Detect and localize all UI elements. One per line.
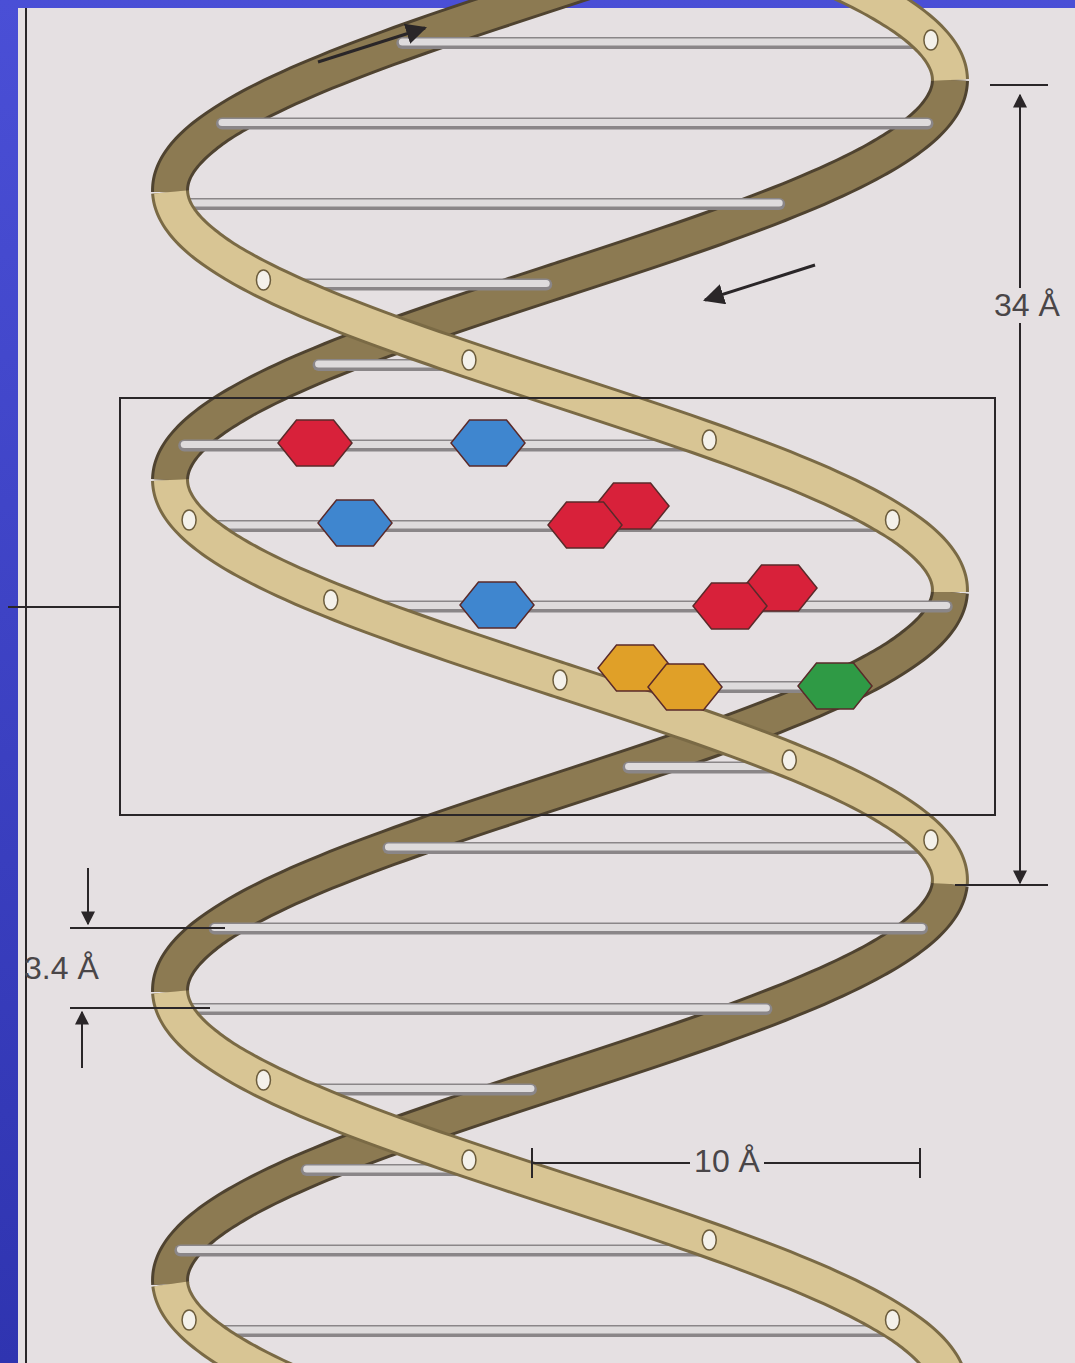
- base-pairs: [172, 42, 946, 1331]
- phosphate-dot: [462, 350, 476, 370]
- base-hexagon: [318, 500, 392, 546]
- strand-front: [170, 480, 950, 884]
- base-pair-rod-edge: [201, 1325, 909, 1337]
- base-hexagon: [548, 502, 622, 548]
- dimension-arrow: [87, 868, 89, 924]
- inset-pointer: [8, 606, 120, 608]
- frame-line: [25, 8, 27, 1363]
- base-pair-rod-edge: [215, 923, 922, 935]
- phosphate-dot: [702, 430, 716, 450]
- base-pair-rod: [222, 119, 927, 126]
- phosphate-dot: [886, 1310, 900, 1330]
- strand-direction-arrow: [705, 265, 815, 300]
- dimension-tick: [990, 84, 1048, 86]
- base-pair-rod: [174, 1005, 766, 1012]
- dimension-label: 3.4 Å: [20, 951, 103, 986]
- base-pair-rod: [347, 602, 947, 609]
- base-hexagon: [693, 583, 767, 629]
- helix-back: [170, 0, 950, 1363]
- base-pair-rod: [172, 200, 779, 207]
- base-hexagon: [451, 420, 525, 466]
- dimension-label: 34 Å: [990, 288, 1064, 323]
- helix-front: [170, 0, 950, 1363]
- strand-back: [170, 0, 651, 192]
- base-pair-rod-edge: [174, 1003, 766, 1015]
- strand-front: [170, 192, 950, 592]
- phosphate-dot: [553, 670, 567, 690]
- base-pair-rod-edge: [388, 842, 937, 854]
- dimension-tick: [70, 927, 225, 929]
- strand-front: [170, 992, 950, 1363]
- phosphate-dot: [702, 1230, 716, 1250]
- phosphate-dot: [324, 590, 338, 610]
- dimension-arrow: [81, 1012, 83, 1068]
- phosphate-dot: [182, 510, 196, 530]
- phosphate-dot: [462, 1150, 476, 1170]
- phosphate-dot: [886, 510, 900, 530]
- strand-direction-arrow: [318, 28, 425, 62]
- strand-front-edge: [789, 0, 950, 80]
- strand-front-edge: [170, 192, 950, 592]
- base-pair-rod: [215, 924, 922, 931]
- dimension-line: [1019, 95, 1021, 883]
- dimension-tick: [919, 1148, 921, 1178]
- dimension-tick: [955, 884, 1048, 886]
- dimension-label: 10 Å: [690, 1144, 764, 1179]
- base-pair-rod: [388, 844, 937, 851]
- dimensions: [70, 28, 1048, 1178]
- phosphate-dot: [782, 750, 796, 770]
- phosphate-dot: [924, 830, 938, 850]
- base-pair-rod: [402, 39, 933, 46]
- strand-front: [789, 0, 950, 80]
- dimension-tick: [531, 1148, 533, 1178]
- strand-front: [170, 1284, 331, 1363]
- inset-box: [120, 398, 995, 815]
- strand-front-edge: [170, 992, 950, 1363]
- phosphate-dot: [256, 270, 270, 290]
- base-hexagon: [460, 582, 534, 628]
- dimension-tick: [70, 1007, 210, 1009]
- strand-front-edge: [170, 480, 950, 884]
- base-pair-rod-edge: [172, 198, 779, 210]
- base-hexagon: [648, 664, 722, 710]
- phosphate-dot: [182, 1310, 196, 1330]
- base-pair-rod: [201, 1327, 909, 1334]
- base-pair-rod-edge: [222, 118, 927, 130]
- base-hexagon: [278, 420, 352, 466]
- phosphate-dot: [924, 30, 938, 50]
- base-pair-rod-edge: [402, 37, 933, 49]
- base-hexagon: [798, 663, 872, 709]
- base-pair-rod-edge: [347, 601, 947, 613]
- strand-front-edge: [170, 1284, 331, 1363]
- strand-back-edge: [170, 0, 651, 192]
- paper: [18, 8, 1075, 1363]
- inset: [8, 398, 995, 815]
- base-pair-rod-edge: [180, 1245, 738, 1257]
- base-pair-rod: [180, 1246, 738, 1253]
- phosphate-dot: [256, 1070, 270, 1090]
